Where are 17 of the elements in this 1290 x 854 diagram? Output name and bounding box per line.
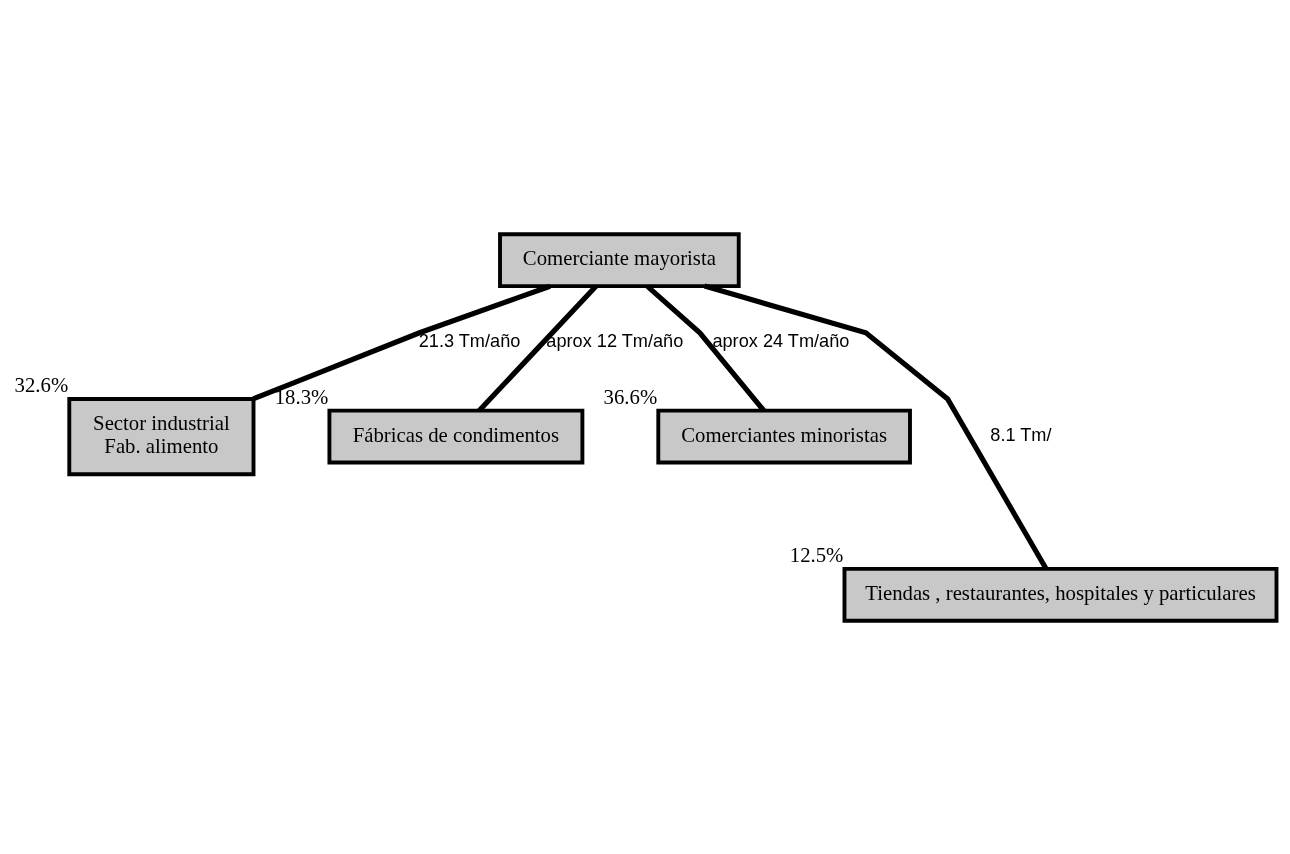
node-label: 36.6%: [603, 385, 658, 408]
node-box: Sector industrial Fab. alimento: [67, 396, 256, 476]
node-box: Tiendas , restaurantes, hospitales y particulares: [842, 566, 1279, 623]
node-label: 12.5%: [789, 543, 844, 566]
connector: [252, 283, 551, 401]
node-box: Comerciante mayorista: [498, 231, 741, 288]
edge-label: 21.3 Tm/año: [418, 330, 521, 351]
connector: [703, 283, 1049, 570]
node-box: Fábricas de condimentos: [327, 408, 585, 464]
edge-label: aprox 24 Tm/año: [712, 330, 850, 351]
node-label: 32.6%: [14, 373, 69, 396]
node-label: 18.3%: [274, 385, 329, 408]
connector: [477, 284, 598, 412]
node-box: Comerciantes minoristas: [656, 408, 912, 464]
connector: [645, 283, 766, 412]
edge-label: aprox 12 Tm/año: [546, 330, 684, 351]
edge-label: 8.1 Tm/: [990, 424, 1052, 445]
